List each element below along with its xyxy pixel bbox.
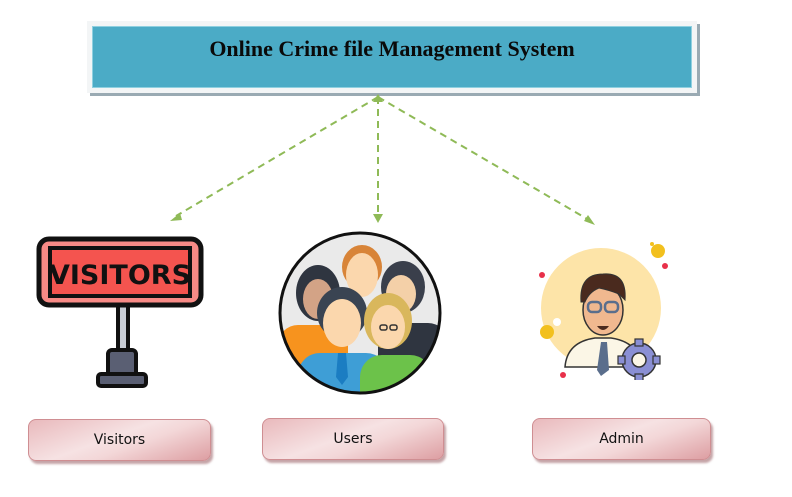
system-title: Online Crime file Management System	[209, 36, 575, 61]
visitors-label-box: Visitors	[28, 419, 211, 461]
system-title-inner: Online Crime file Management System	[92, 26, 692, 88]
visitors-sign-icon: VISITORS	[36, 236, 204, 388]
system-title-box: Online Crime file Management System	[87, 21, 697, 93]
users-label-box: Users	[262, 418, 444, 460]
users-group-icon	[278, 231, 442, 395]
users-label: Users	[333, 431, 373, 447]
arrow-to-visitors	[175, 96, 379, 217]
admin-gear-icon	[539, 242, 668, 380]
visitors-label: Visitors	[93, 432, 146, 448]
svg-text:VISITORS: VISITORS	[49, 260, 191, 291]
arrow-to-admin	[377, 96, 590, 221]
admin-label: Admin	[599, 431, 644, 447]
admin-label-box: Admin	[532, 418, 711, 460]
